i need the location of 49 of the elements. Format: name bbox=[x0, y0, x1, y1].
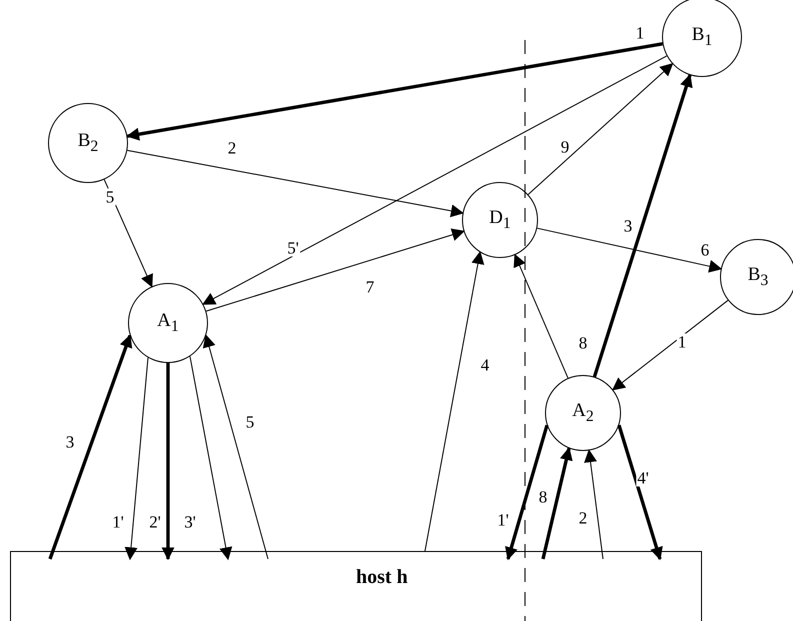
edge-label: 1 bbox=[676, 334, 688, 350]
edge-label: 2' bbox=[148, 514, 162, 530]
node-label: B$_{1}$ bbox=[692, 25, 712, 49]
node-label: B$_{2}$ bbox=[78, 131, 98, 155]
arrow bbox=[424, 251, 484, 552]
edge-label: 2 bbox=[226, 140, 238, 156]
edge-label: 8 bbox=[578, 334, 588, 352]
arrow bbox=[541, 447, 573, 560]
arrow bbox=[584, 449, 604, 560]
edge-label: 7 bbox=[364, 278, 376, 296]
arrow bbox=[202, 334, 268, 560]
node-label: A$_{1}$ bbox=[157, 311, 179, 335]
edge-label: 3' bbox=[183, 514, 197, 530]
arrow bbox=[126, 150, 464, 218]
arrow bbox=[505, 424, 549, 560]
node-circle bbox=[128, 283, 208, 363]
arrow bbox=[617, 424, 663, 560]
edge-label: 5' bbox=[286, 240, 300, 256]
edge-label: 1 bbox=[634, 24, 646, 42]
arrow bbox=[48, 334, 132, 560]
edge-label: 4 bbox=[480, 356, 490, 374]
node-label: B$_{3}$ bbox=[748, 265, 768, 289]
edge-label: 5 bbox=[104, 188, 116, 206]
edge-label: 3 bbox=[622, 218, 634, 234]
arrow bbox=[528, 62, 674, 195]
arrow bbox=[124, 357, 148, 560]
edge-label: 6 bbox=[700, 242, 710, 258]
arrow bbox=[162, 363, 174, 560]
edge-label: 4' bbox=[636, 470, 650, 486]
node-label: A$_{2}$ bbox=[572, 401, 594, 425]
arrow bbox=[592, 74, 693, 378]
edge-label: 8 bbox=[538, 488, 548, 506]
arrow bbox=[202, 55, 668, 305]
node-label: D$_{1}$ bbox=[489, 208, 511, 232]
arrow bbox=[612, 300, 728, 390]
edge-label: 1' bbox=[111, 514, 125, 530]
edge-label: 5 bbox=[244, 414, 256, 430]
edge-label: 3 bbox=[64, 434, 76, 450]
arrow bbox=[206, 228, 465, 312]
arrow bbox=[126, 42, 663, 141]
arrow bbox=[514, 254, 568, 379]
arrow bbox=[104, 179, 153, 288]
edge-label: 1' bbox=[496, 512, 510, 528]
edge-label: 2 bbox=[578, 510, 588, 526]
arrow bbox=[536, 228, 722, 273]
host-box bbox=[10, 551, 702, 621]
host-label: host h bbox=[356, 566, 408, 589]
arrow bbox=[190, 356, 232, 560]
edge-label: 9 bbox=[560, 138, 570, 156]
